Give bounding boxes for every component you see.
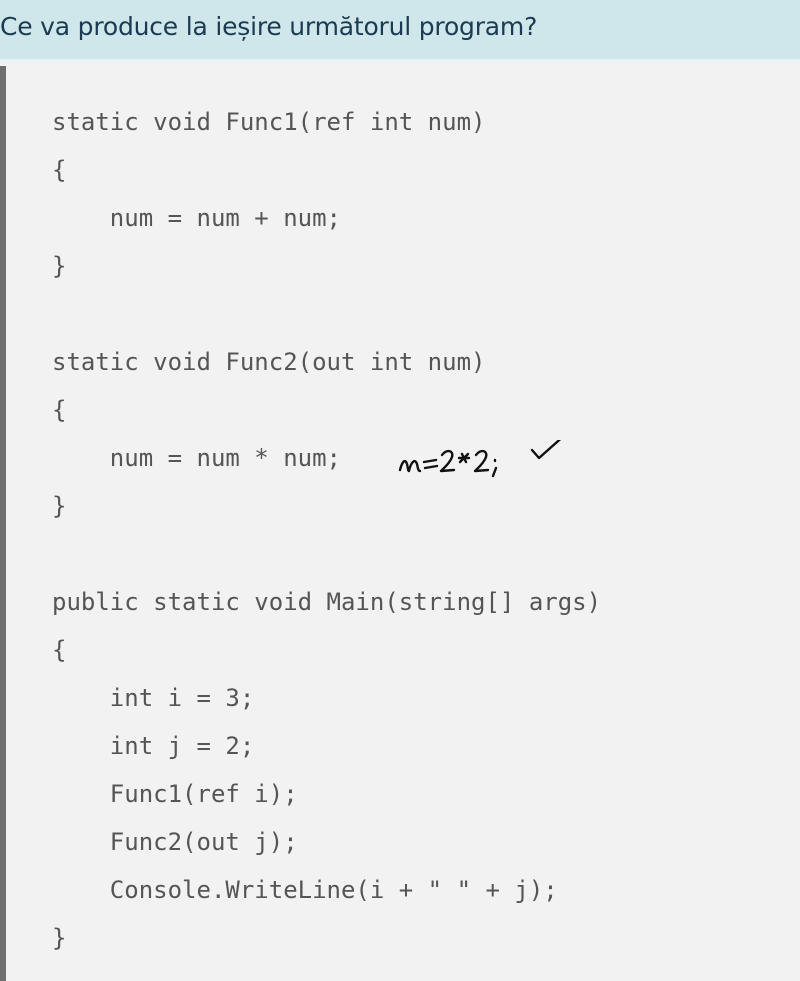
code-line: { (52, 396, 67, 424)
code-line: } (52, 252, 67, 280)
handwritten-annotation (398, 440, 562, 478)
code-line: { (52, 636, 67, 664)
code-line: } (52, 492, 67, 520)
code-line: Console.WriteLine(i + " " + j); (52, 876, 558, 904)
question-header: Ce va produce la ieșire următorul progra… (0, 0, 800, 62)
code-line: static void Func2(out int num) (52, 348, 486, 376)
ink-equals (422, 458, 439, 470)
checkmark-icon (530, 440, 562, 460)
code-line: int j = 2; (52, 732, 255, 760)
ink-asterisk (457, 452, 471, 464)
code-line: int i = 3; (52, 684, 255, 712)
code-line: public static void Main(string[] args) (52, 588, 602, 616)
code-line: { (52, 156, 67, 184)
code-line: Func1(ref i); (52, 780, 298, 808)
code-line: Func2(out j); (52, 828, 298, 856)
ink-semicolon (491, 458, 498, 478)
question-text: Ce va produce la ieșire următorul progra… (0, 12, 538, 41)
code-block: static void Func1(ref int num) { num = n… (0, 66, 800, 981)
code-block-rule (0, 66, 6, 981)
ink-letter-n (398, 459, 422, 473)
ink-digit-2 (439, 449, 456, 473)
code-line: static void Func1(ref int num) (52, 108, 486, 136)
code-line: num = num * num; (52, 444, 341, 472)
code-line: num = num + num; (52, 204, 341, 232)
ink-digit-2 (473, 449, 490, 473)
code-line: } (52, 924, 67, 952)
